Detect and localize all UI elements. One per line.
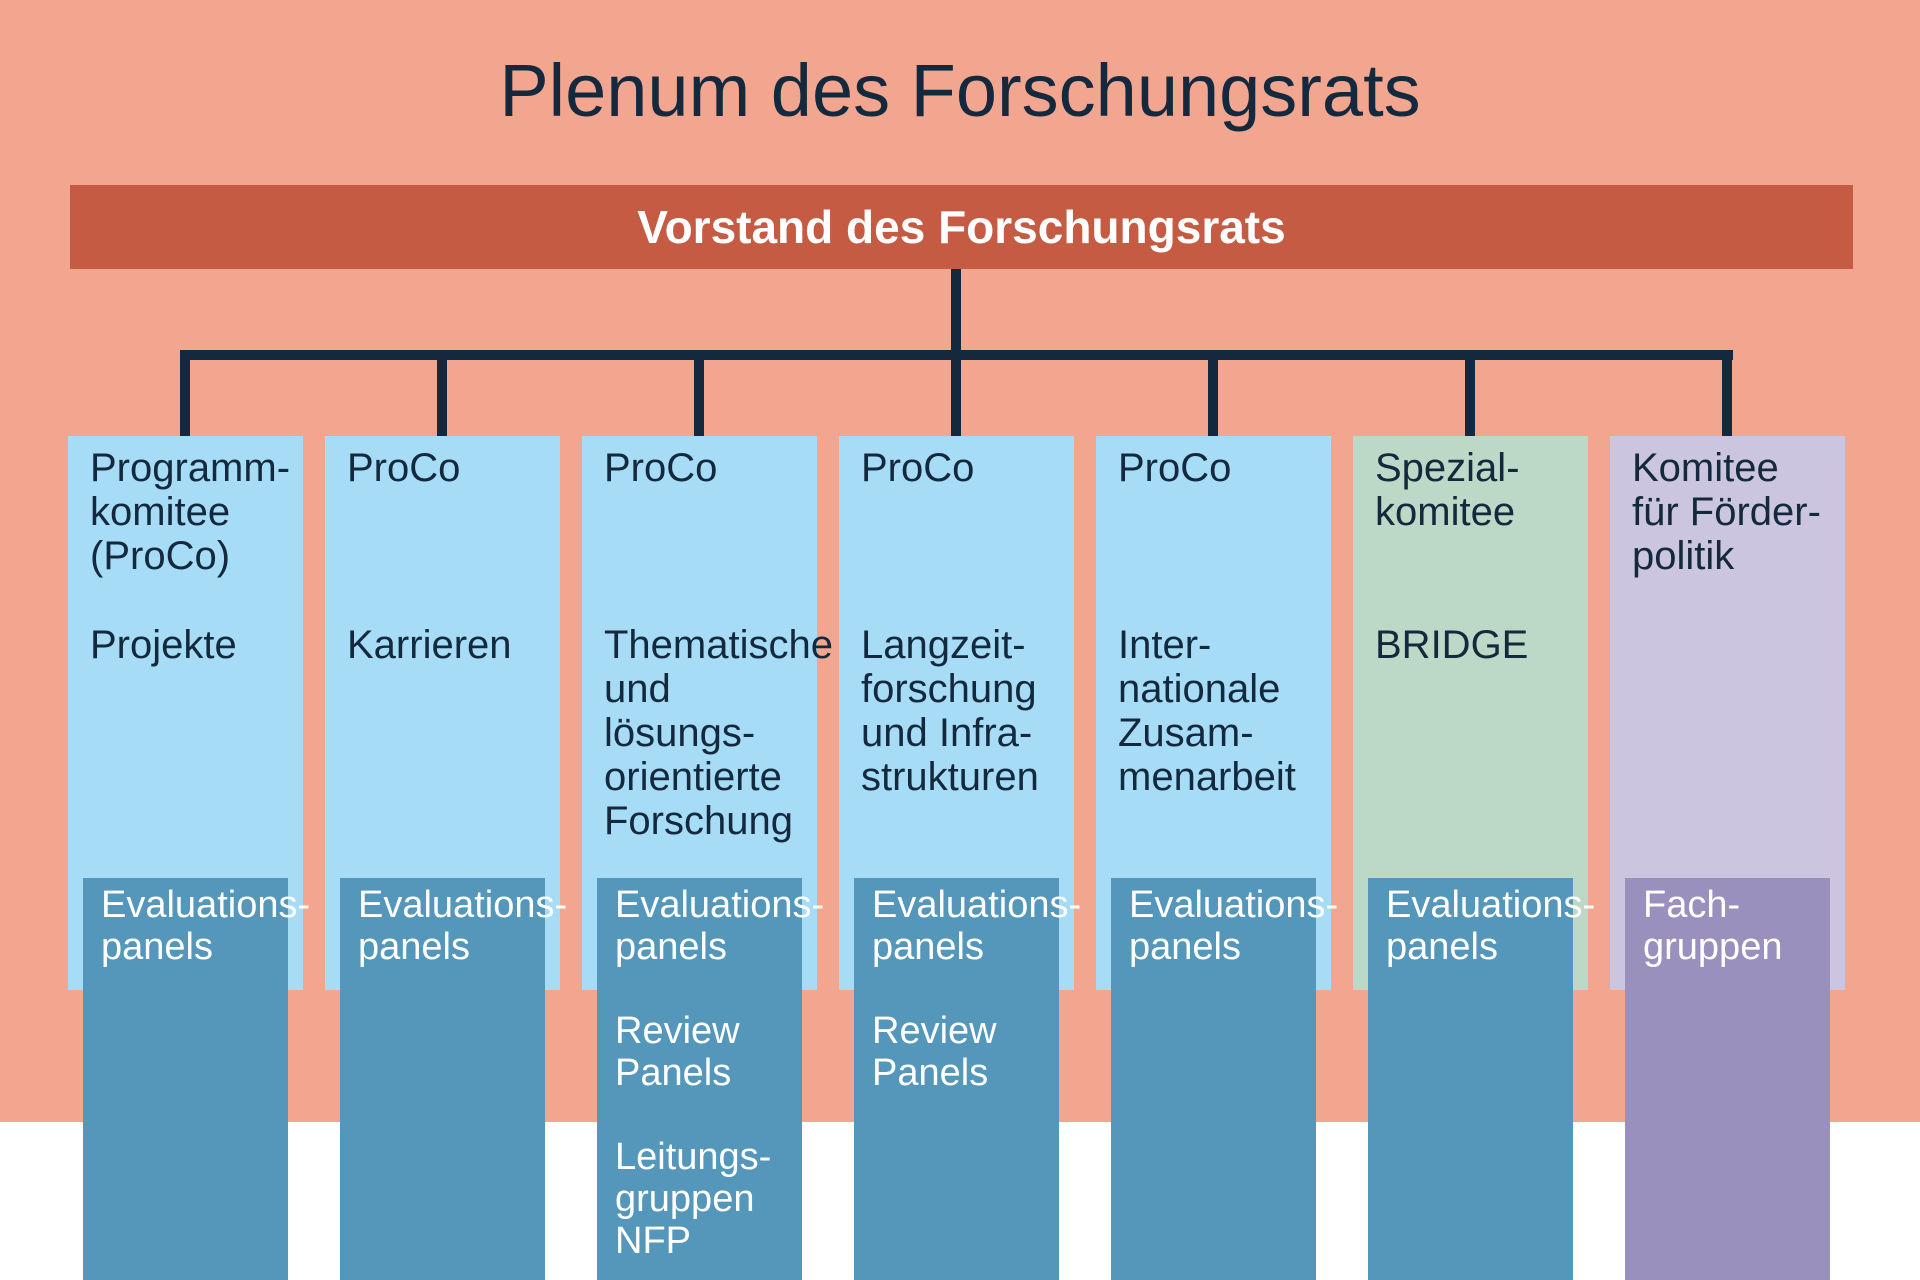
connector-drop bbox=[1208, 352, 1218, 438]
page-title: Plenum des Forschungsrats bbox=[499, 49, 1421, 132]
text-line: Fach- bbox=[1643, 884, 1741, 926]
column-title: Spezial-komitee bbox=[1375, 446, 1580, 534]
text-line: menarbeit bbox=[1118, 755, 1296, 799]
text-line: Evaluations- bbox=[101, 884, 311, 926]
text-line: (ProCo) bbox=[90, 534, 231, 578]
text-line: panels bbox=[1386, 926, 1498, 968]
connector-drop bbox=[694, 352, 704, 438]
text-line: Panels bbox=[615, 1052, 732, 1094]
text-line: Evaluations- bbox=[1129, 884, 1339, 926]
text-line: Evaluations- bbox=[872, 884, 1082, 926]
sub-panel-programmkomitee-projekte: Evaluations-panels bbox=[83, 878, 311, 1280]
text-line: panels bbox=[615, 926, 727, 968]
text-line: gruppen bbox=[1643, 926, 1783, 968]
text-line: BRIDGE bbox=[1375, 623, 1529, 667]
connector-drop bbox=[951, 352, 961, 438]
column-title: ProCo bbox=[861, 446, 1066, 490]
text-line: Langzeit- bbox=[861, 623, 1026, 667]
text-line: NFP bbox=[615, 1220, 691, 1262]
text-line: panels bbox=[872, 926, 984, 968]
panel-block: Evaluations-panels bbox=[358, 884, 568, 968]
column-title: ProCo bbox=[1118, 446, 1323, 490]
column-subtitle: Projekte bbox=[90, 623, 295, 667]
text-line: komitee bbox=[1375, 490, 1516, 534]
panel-block: Evaluations-panels bbox=[1386, 884, 1596, 968]
panel-block: Fach-gruppen bbox=[1643, 884, 1824, 968]
text-line: Zusam- bbox=[1118, 711, 1254, 755]
text-line: ProCo bbox=[604, 446, 718, 490]
text-line: Panels bbox=[872, 1052, 989, 1094]
text-line: orientierte bbox=[604, 755, 782, 799]
connector-stem bbox=[951, 269, 961, 360]
text-line: Karrieren bbox=[347, 623, 512, 667]
text-line: Review bbox=[615, 1010, 740, 1052]
text-line: Evaluations- bbox=[615, 884, 825, 926]
board-banner-label: Vorstand des Forschungsrats bbox=[637, 201, 1286, 253]
panel-block: Evaluations-panels bbox=[872, 884, 1082, 968]
text-line: politik bbox=[1632, 534, 1735, 578]
panel-block: Evaluations-panels bbox=[101, 884, 311, 968]
column-title: ProCo bbox=[347, 446, 552, 490]
connector-drop bbox=[180, 352, 190, 438]
text-line: ProCo bbox=[347, 446, 461, 490]
text-line: komitee bbox=[90, 490, 231, 534]
column-title: ProCo bbox=[604, 446, 809, 490]
text-line: und lösungs- bbox=[604, 667, 756, 755]
text-line: Evaluations- bbox=[358, 884, 568, 926]
text-line: Komitee bbox=[1632, 446, 1779, 490]
text-line: und Infra- bbox=[861, 711, 1033, 755]
connector-drop bbox=[1722, 352, 1732, 438]
text-line: strukturen bbox=[861, 755, 1039, 799]
connector-drop bbox=[437, 352, 447, 438]
text-line: Programm- bbox=[90, 446, 291, 490]
text-line: Projekte bbox=[90, 623, 237, 667]
text-line: forschung bbox=[861, 667, 1037, 711]
column-subtitle: Karrieren bbox=[347, 623, 552, 667]
text-line: Evaluations- bbox=[1386, 884, 1596, 926]
panel-block: Evaluations-panels bbox=[1129, 884, 1339, 968]
text-line: Spezial- bbox=[1375, 446, 1520, 490]
text-line: ProCo bbox=[1118, 446, 1232, 490]
text-line: Review bbox=[872, 1010, 997, 1052]
text-line: Forschung bbox=[604, 799, 793, 843]
text-line: Leitungs- bbox=[615, 1136, 772, 1178]
panel-block: Evaluations-panels bbox=[615, 884, 825, 968]
text-line: ProCo bbox=[861, 446, 975, 490]
connector-drop bbox=[1465, 352, 1475, 438]
column-title: Programm-komitee(ProCo) bbox=[90, 446, 295, 578]
text-line: nationale bbox=[1118, 667, 1281, 711]
text-line: Inter- bbox=[1118, 623, 1212, 667]
text-line: Thematische bbox=[604, 623, 833, 667]
sub-panel-komitee-foerderpolitik: Fach-gruppen bbox=[1625, 878, 1830, 1280]
column-subtitle: BRIDGE bbox=[1375, 623, 1580, 667]
sub-panel-proco-karrieren: Evaluations-panels bbox=[340, 878, 568, 1280]
sub-panel-spezialkomitee-bridge: Evaluations-panels bbox=[1368, 878, 1596, 1280]
text-line: panels bbox=[358, 926, 470, 968]
text-line: panels bbox=[101, 926, 213, 968]
board-banner: Vorstand des Forschungsrats bbox=[70, 185, 1853, 269]
text-line: für Förder- bbox=[1632, 490, 1821, 534]
text-line: panels bbox=[1129, 926, 1241, 968]
sub-panel-proco-internationale-zusammenarbeit: Evaluations-panels bbox=[1111, 878, 1339, 1280]
text-line: gruppen bbox=[615, 1178, 755, 1220]
